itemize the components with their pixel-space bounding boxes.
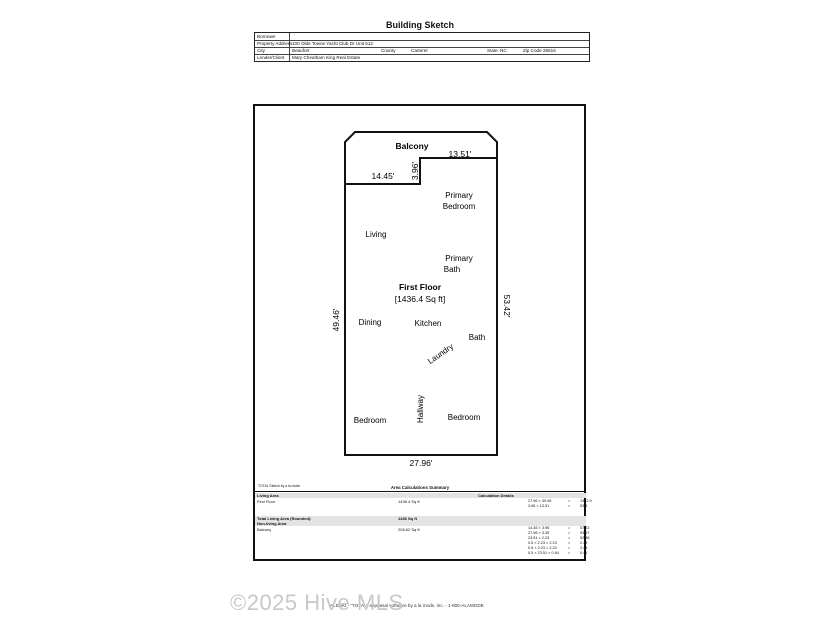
summary-title: Area Calculations Summary: [390, 485, 450, 490]
city-row: City Beaufort County Carteret State NC Z…: [255, 47, 589, 55]
room-laundry: Laundry: [426, 342, 455, 366]
calc-expr: 0.5 × 23.51 × 0.84: [528, 551, 559, 555]
room-primary-bath-1: Primary: [445, 254, 473, 263]
calc-eq: =: [568, 546, 571, 550]
calc-line: 0.5 × 23.51 × 0.84 = 0.41: [528, 551, 587, 556]
calc-line: 14.45 × 3.96 = 57.22: [528, 526, 590, 531]
address-label: Property Address: [257, 41, 293, 46]
address-value: 100 Olde Towne Yacht Club Dr Unit 512: [292, 41, 373, 46]
state-label: State: [487, 48, 498, 53]
calc-eq: =: [568, 536, 571, 540]
state-value: NC: [500, 48, 507, 53]
room-bedroom-right: Bedroom: [448, 413, 481, 422]
floor-plan-sketch: Balcony 13.51' 14.45' 3.96' 49.46' 53.42…: [331, 131, 512, 468]
dim-step-height: 3.96': [410, 162, 420, 181]
sketch-frame: [253, 104, 586, 561]
calc-val: 2.48: [580, 541, 588, 545]
borrower-row: Borrower: [255, 33, 589, 41]
county-value: Carteret: [411, 48, 428, 53]
calc-expr: 3.96 × 13.51: [528, 504, 550, 508]
calc-details-label: Calculation Details: [478, 493, 514, 498]
calc-line: 27.96 × 3.35 = 93.67: [528, 531, 590, 536]
calc-expr: 0.5 × 2.23 × 2.23: [528, 541, 557, 545]
calc-expr: 27.96 × 49.46: [528, 499, 552, 503]
watermark: ©2025 Hive MLS: [230, 590, 404, 615]
software-note: TOTAL Sketch by a la mode: [258, 484, 301, 488]
balcony-summary-value: 208.62 Sq ft: [398, 527, 420, 532]
calc-expr: 0.5 × 2.23 × 2.23: [528, 546, 557, 550]
calc-val: 57.22: [580, 526, 590, 530]
room-dining: Dining: [359, 318, 382, 327]
room-bedroom-left: Bedroom: [354, 416, 387, 425]
room-kitchen: Kitchen: [415, 319, 442, 328]
address-row: Property Address 100 Olde Towne Yacht Cl…: [255, 40, 589, 48]
calc-val: 0.41: [580, 551, 588, 555]
calc-line: 0.5 × 2.23 × 2.23 = 2.48: [528, 541, 587, 546]
calc-eq: =: [568, 499, 571, 503]
borrower-label: Borrower: [257, 34, 276, 39]
lender-label: Lender/Client: [257, 55, 285, 60]
zip-label: Zip Code: [523, 48, 542, 53]
room-primary-bedroom-1: Primary: [445, 191, 473, 200]
living-area-label: Living Area: [257, 493, 279, 498]
floor-area: [1436.4 Sq ft]: [395, 294, 446, 304]
calc-line: 27.96 × 49.46 = 1382.9: [528, 499, 592, 504]
floor-label: First Floor: [399, 282, 442, 292]
total-label: Total Living Area (Rounded):: [257, 516, 312, 521]
room-primary-bath-2: Bath: [444, 265, 460, 274]
page-title: Building Sketch: [385, 20, 454, 30]
first-floor-label: First Floor: [257, 499, 275, 504]
calc-expr: 14.45 × 3.96: [528, 526, 550, 530]
area-summary-table: Living Area Calculation Details First Fl…: [255, 491, 586, 560]
first-floor-row: First Floor 1436.4 Sq ft: [255, 499, 586, 504]
calc-eq: =: [568, 504, 571, 508]
living-area-header: Living Area Calculation Details: [255, 493, 586, 498]
calc-line: 3.96 × 13.51 = 53.5: [528, 504, 587, 509]
lender-value: Mary Cheatham King Real Estate: [292, 55, 361, 60]
room-bath: Bath: [469, 333, 485, 342]
total-value: 1436 Sq ft: [398, 516, 417, 521]
calc-val: 2.48: [580, 546, 588, 550]
calc-line: 0.5 × 2.23 × 2.23 = 2.48: [528, 546, 587, 551]
city-label: City: [257, 48, 265, 53]
dim-step-width: 14.45': [372, 171, 395, 181]
room-living: Living: [366, 230, 387, 239]
calc-val: 52.36: [580, 536, 590, 540]
dim-bottom: 27.96': [410, 458, 433, 468]
first-floor-value: 1436.4 Sq ft: [398, 499, 420, 504]
non-living-header: Non-living Area: [255, 521, 586, 526]
total-row: Total Living Area (Rounded): 1436 Sq ft: [255, 516, 586, 521]
calc-val: 93.67: [580, 531, 590, 535]
calc-expr: 23.51 × 2.23: [528, 536, 550, 540]
calc-eq: =: [568, 541, 571, 545]
calc-line: 23.51 × 2.23 = 52.36: [528, 536, 590, 541]
balcony-label: Balcony: [395, 141, 428, 151]
balcony-summary-label: Balcony: [257, 527, 272, 532]
calc-eq: =: [568, 526, 571, 530]
county-label: County: [381, 48, 396, 53]
zip-value: 28516: [543, 48, 556, 53]
property-info-table: Borrower Property Address 100 Olde Towne…: [254, 32, 590, 62]
footer-note: ALDSKI - "TOTAL" appraisal software by a…: [330, 603, 484, 608]
calc-val: 53.5: [580, 504, 588, 508]
calc-eq: =: [568, 551, 571, 555]
dim-left: 49.46': [331, 308, 341, 331]
calc-eq: =: [568, 531, 571, 535]
room-primary-bedroom-2: Bedroom: [443, 202, 476, 211]
dim-top-right: 13.51': [449, 149, 472, 159]
calc-expr: 27.96 × 3.35: [528, 531, 550, 535]
room-hallway: Hallway: [416, 395, 425, 423]
balcony-row: Balcony 208.62 Sq ft: [255, 527, 586, 532]
lender-row: Lender/Client Mary Cheatham King Real Es…: [255, 54, 589, 61]
non-living-label: Non-living Area: [257, 521, 287, 526]
city-value: Beaufort: [292, 48, 310, 53]
first-floor-outline: [344, 157, 498, 456]
dim-right: 53.42': [502, 295, 512, 318]
calc-val: 1382.9: [580, 499, 592, 503]
